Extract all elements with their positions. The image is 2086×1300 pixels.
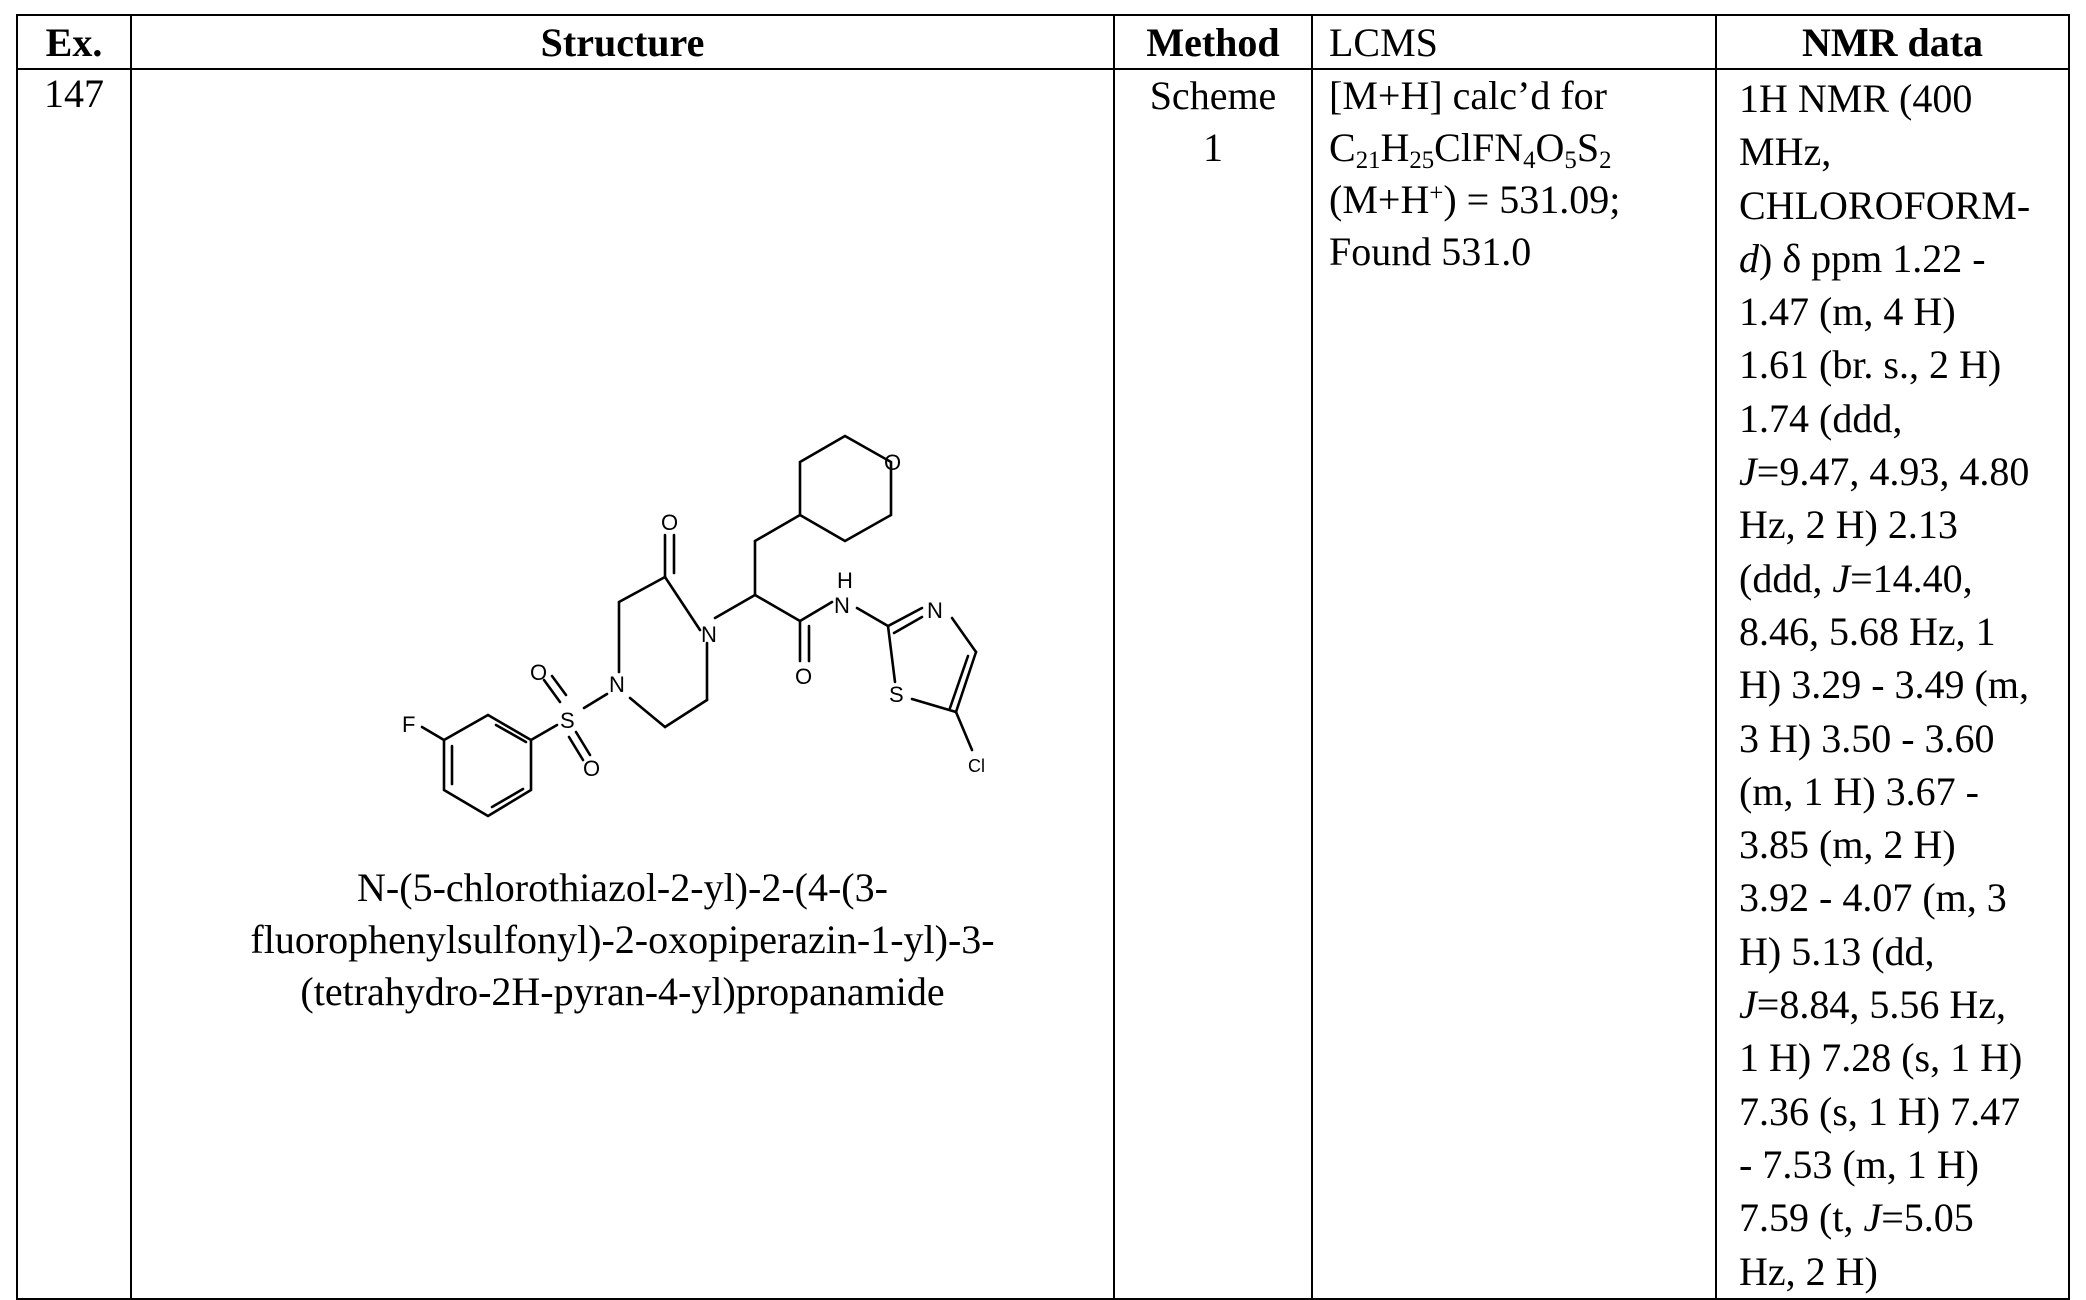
method-line: Scheme — [1115, 70, 1311, 122]
thiazole-bond — [888, 608, 922, 626]
nmr-line: 8.46, 5.68 Hz, 1 — [1739, 605, 2064, 658]
atom-o-sulfonyl-2: O — [583, 756, 600, 781]
lcms-cell: [M+H] calc’d for C21H25ClFN4O5S2 (M+H+) … — [1312, 69, 1716, 1299]
header-structure: Structure — [131, 15, 1114, 69]
piperazine-bond — [665, 577, 700, 630]
atom-n-amide: N — [834, 593, 850, 618]
c-cl-bond — [956, 712, 972, 750]
nmr-line: 7.36 (s, 1 H) 7.47 — [1739, 1085, 2064, 1138]
nmr-line: H) 5.13 (dd, — [1739, 925, 2064, 978]
chemical-structure-drawing: O O N N O H N N S Cl S O O — [132, 70, 1115, 1284]
thiazole-bond — [912, 699, 956, 712]
atom-cl: Cl — [968, 756, 985, 776]
lcms-calc-value: (M+H+) = 531.09; — [1329, 174, 1715, 226]
alpha-n-bond — [715, 595, 755, 618]
nmr-line: (ddd, J=14.40, — [1739, 552, 2064, 605]
nmr-line: 1H NMR (400 — [1739, 72, 2064, 125]
nmr-line: 1.74 (ddd, — [1739, 392, 2064, 445]
c-f-bond — [422, 727, 444, 740]
nmr-line: 3.92 - 4.07 (m, 3 — [1739, 871, 2064, 924]
atom-s-sulfonyl: S — [560, 708, 575, 733]
piperazine-bond — [665, 700, 707, 727]
lcms-formula: C21H25ClFN4O5S2 — [1329, 122, 1715, 174]
nmr-line: 1.61 (br. s., 2 H) — [1739, 338, 2064, 391]
atom-s-thiazole: S — [889, 682, 904, 707]
header-method: Method — [1114, 15, 1312, 69]
atom-o-keto: O — [661, 510, 678, 535]
compound-name-line: fluorophenylsulfonyl)-2-oxopiperazin-1-y… — [132, 914, 1113, 966]
compound-name: N-(5-chlorothiazol-2-yl)-2-(4-(3- fluoro… — [132, 862, 1113, 1018]
atom-n-thiazole: N — [927, 598, 943, 623]
thiazole-bond — [952, 618, 976, 652]
atom-f: F — [402, 712, 415, 737]
nmr-line: J=9.47, 4.93, 4.80 — [1739, 445, 2064, 498]
table-row: 147 — [17, 69, 2069, 1299]
pyran-ring-bond — [800, 436, 891, 541]
linker-bond — [755, 515, 800, 541]
nmr-line: - 7.53 (m, 1 H) — [1739, 1138, 2064, 1191]
compound-name-line: N-(5-chlorothiazol-2-yl)-2-(4-(3- — [132, 862, 1113, 914]
s-phenyl-bond — [531, 725, 557, 740]
atom-o-amide: O — [795, 664, 812, 689]
nmr-line: 3.85 (m, 2 H) — [1739, 818, 2064, 871]
nmr-line: 1.47 (m, 4 H) — [1739, 285, 2064, 338]
nmr-line: 3 H) 3.50 - 3.60 — [1739, 712, 2064, 765]
nmr-line: 1 H) 7.28 (s, 1 H) — [1739, 1031, 2064, 1084]
atom-h-amide: H — [837, 568, 853, 593]
nh-thiazole-bond — [857, 608, 888, 626]
structure-cell: O O N N O H N N S Cl S O O — [131, 69, 1114, 1299]
nmr-line: J=8.84, 5.56 Hz, — [1739, 978, 2064, 1031]
benzene-ring-bond — [444, 715, 531, 816]
header-ex: Ex. — [17, 15, 131, 69]
method-line: 1 — [1115, 122, 1311, 174]
lcms-found-value: Found 531.0 — [1329, 226, 1715, 278]
nmr-line: MHz, — [1739, 125, 2064, 178]
nmr-line: 7.59 (t, J=5.05 — [1739, 1191, 2064, 1244]
header-nmr: NMR data — [1716, 15, 2069, 69]
nmr-line: H) 3.29 - 3.49 (m, — [1739, 658, 2064, 711]
nmr-text: 1H NMR (400MHz,CHLOROFORM-d) δ ppm 1.22 … — [1739, 72, 2064, 1298]
nmr-line: CHLOROFORM- — [1739, 179, 2064, 232]
header-lcms: LCMS — [1312, 15, 1716, 69]
piperazine-bond — [630, 698, 665, 727]
header-row: Ex. Structure Method LCMS NMR data — [17, 15, 2069, 69]
atom-n-ring1: N — [701, 622, 717, 647]
atom-o-pyran: O — [884, 450, 901, 475]
atom-n-ring4: N — [609, 672, 625, 697]
thiazole-bond — [888, 626, 895, 682]
nmr-line: (m, 1 H) 3.67 - — [1739, 765, 2064, 818]
nmr-line: Hz, 2 H) — [1739, 1245, 2064, 1298]
piperazine-bond — [619, 577, 665, 602]
alpha-amide-bond — [755, 595, 800, 621]
nmr-line: d) δ ppm 1.22 - — [1739, 232, 2064, 285]
n-s-bond — [584, 694, 607, 708]
nmr-cell: 1H NMR (400MHz,CHLOROFORM-d) δ ppm 1.22 … — [1716, 69, 2069, 1299]
atom-o-sulfonyl-1: O — [530, 660, 547, 685]
method-cell: Scheme 1 — [1114, 69, 1312, 1299]
compound-name-line: (tetrahydro-2H-pyran-4-yl)propanamide — [132, 966, 1113, 1018]
amide-nh-bond — [800, 602, 832, 621]
lcms-line: [M+H] calc’d for — [1329, 70, 1715, 122]
compound-data-table: Ex. Structure Method LCMS NMR data 147 — [16, 14, 2070, 1300]
example-number: 147 — [17, 69, 131, 1299]
nmr-line: Hz, 2 H) 2.13 — [1739, 498, 2064, 551]
